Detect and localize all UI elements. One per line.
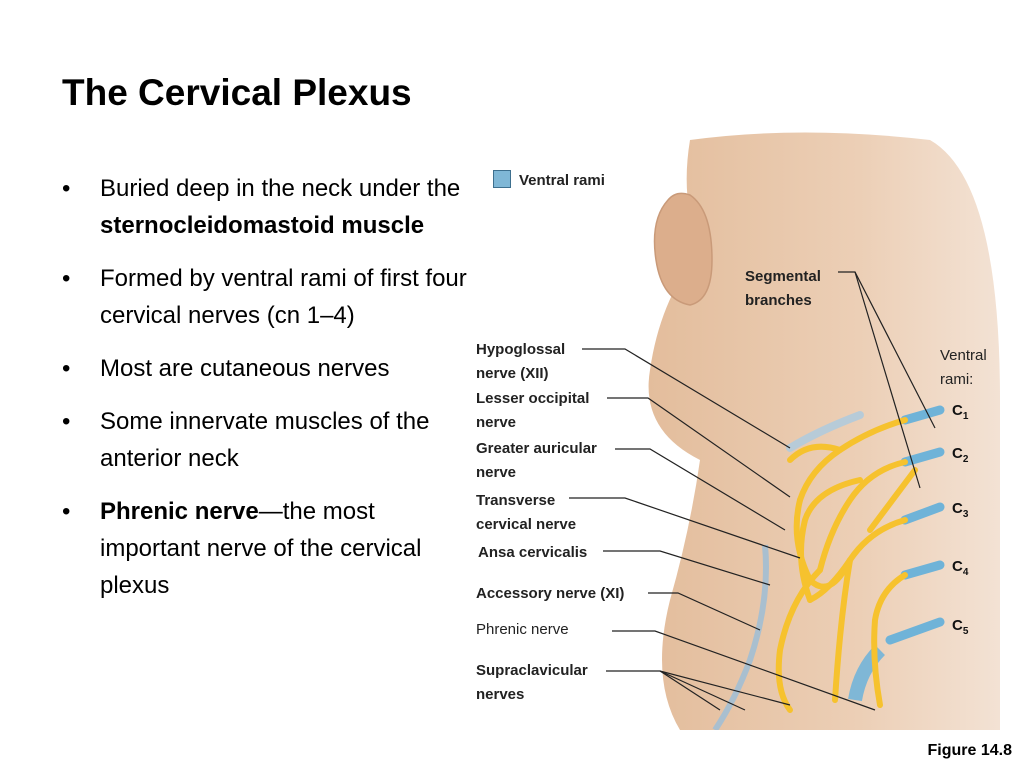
bullet-item: • Most are cutaneous nerves bbox=[62, 355, 390, 382]
label-c2: C2 bbox=[952, 445, 969, 465]
label-ventral-rami: Ventral rami: bbox=[940, 347, 987, 388]
label-segmental-branches: Segmental branches bbox=[745, 268, 821, 309]
ear-shape bbox=[653, 192, 713, 306]
plexus-nerves-shapes bbox=[775, 417, 918, 713]
slide-title: The Cervical Plexus bbox=[62, 72, 412, 113]
label-c3: C3 bbox=[952, 500, 969, 520]
label-transverse-cervical-nerve: Transverse cervical nerve bbox=[476, 492, 577, 533]
leader-lines bbox=[569, 271, 936, 711]
bullet-text: Buried deep in the neck under the bbox=[100, 175, 461, 202]
hypoglossal-shape bbox=[786, 411, 864, 452]
label-phrenic-nerve: Phrenic nerve bbox=[476, 621, 569, 638]
neck-illustration bbox=[569, 132, 1000, 730]
bullet-text: —the most important nerve of the cervica… bbox=[100, 498, 422, 599]
bullet-bold-text: Phrenic nerve bbox=[100, 498, 259, 525]
label-supraclavicular-nerves: Supraclavicular nerves bbox=[476, 662, 588, 703]
label-c1: C1 bbox=[952, 402, 969, 422]
label-hypoglossal-nerve: Hypoglossal nerve (XII) bbox=[476, 341, 566, 382]
bullet-text: Most are cutaneous nerves bbox=[100, 355, 390, 382]
bullet-list: • Buried deep in the neck under the ster… bbox=[62, 170, 472, 620]
label-ansa-cervicalis: Ansa cervicalis bbox=[478, 544, 588, 561]
ventral-rami-shapes bbox=[885, 405, 945, 645]
accessory-nerve-shape bbox=[712, 544, 769, 730]
label-c5: C5 bbox=[952, 617, 969, 637]
legend-swatch bbox=[493, 170, 511, 188]
bullet-item: • Some innervate muscles of the anterior… bbox=[62, 408, 430, 472]
bullet-item: • Buried deep in the neck under the ster… bbox=[62, 175, 461, 239]
label-accessory-nerve: Accessory nerve (XI) bbox=[476, 585, 625, 602]
bullet-bold-text: sternocleidomastoid muscle bbox=[100, 212, 425, 239]
bullet-item: • Phrenic nerve—the most important nerve… bbox=[62, 498, 422, 599]
bullet-text: Some innervate muscles of the anterior n… bbox=[100, 408, 430, 472]
label-lesser-occipital-nerve: Lesser occipital nerve bbox=[476, 390, 590, 431]
bullet-text: Formed by ventral rami of first four cer… bbox=[100, 265, 467, 329]
legend-label: Ventral rami bbox=[519, 172, 605, 189]
label-c4: C4 bbox=[952, 558, 969, 578]
figure-caption: Figure 14.8 bbox=[927, 742, 1012, 759]
label-greater-auricular-nerve: Greater auricular nerve bbox=[476, 440, 597, 481]
bullet-item: • Formed by ventral rami of first four c… bbox=[62, 265, 467, 329]
